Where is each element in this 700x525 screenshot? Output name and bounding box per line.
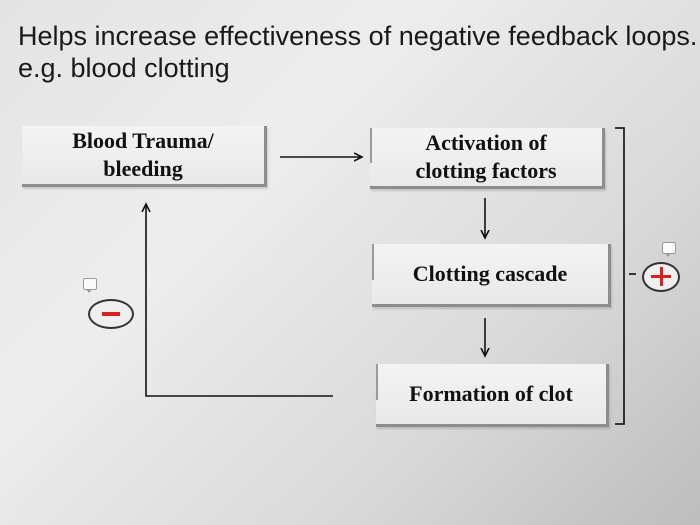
feedback-loop-line [146,204,333,397]
comment-note-icon[interactable] [662,242,676,257]
blood-trauma-box: Blood Trauma/ bleeding [22,126,267,187]
plus-sign-icon [642,262,680,292]
clotting-cascade-label: Clotting cascade [412,261,568,286]
clotting-cascade-box: Clotting cascade [372,244,611,307]
formation-of-clot-box: Formation of clot [376,364,609,427]
activation-line2: clotting factors [415,158,557,183]
blood-trauma-line2: bleeding [103,156,183,181]
slide-title: Helps increase effectiveness of negative… [18,21,698,83]
positive-feedback-bracket [615,127,625,425]
box-edge-tick [370,128,372,163]
box-edge-tick [376,364,378,400]
formation-of-clot-label: Formation of clot [409,381,573,406]
minus-sign-icon [88,299,134,329]
box-edge-tick [372,244,374,280]
comment-note-icon[interactable] [83,278,97,293]
activation-clotting-factors-box: Activation of clotting factors [370,128,605,189]
activation-line1: Activation of [425,130,547,155]
blood-trauma-line1: Blood Trauma/ [72,128,214,153]
